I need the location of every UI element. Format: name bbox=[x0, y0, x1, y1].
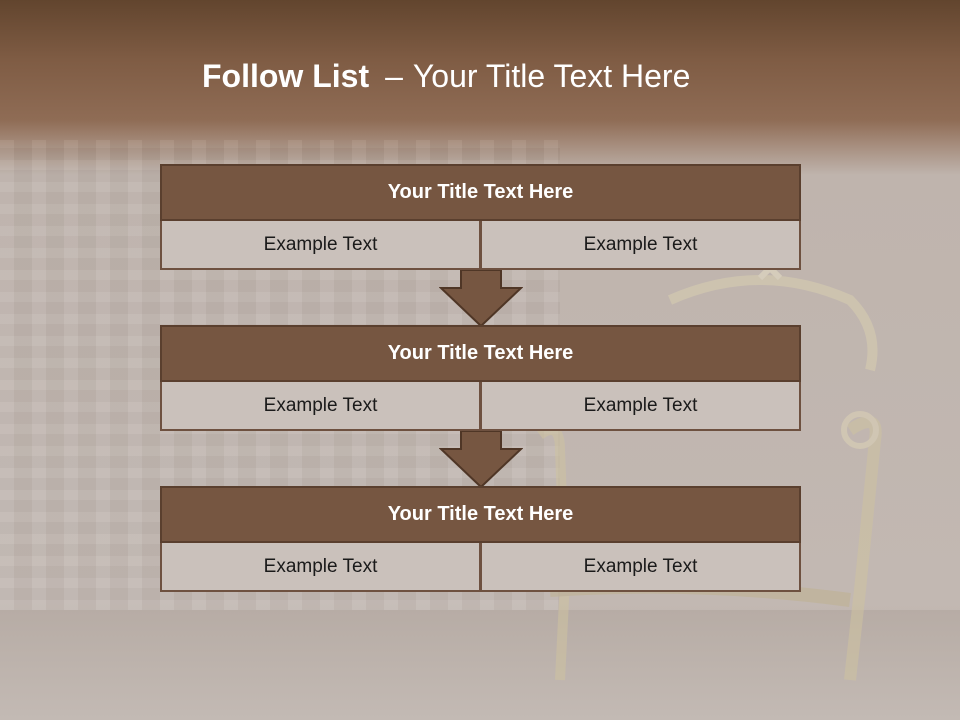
block-cell-right: Example Text bbox=[481, 221, 801, 270]
block-row: Example Text Example Text bbox=[160, 382, 801, 431]
list-block-1: Your Title Text Here Example Text Exampl… bbox=[160, 164, 801, 270]
down-arrow-icon bbox=[439, 270, 523, 328]
block-cell-right: Example Text bbox=[481, 543, 801, 592]
slide-title: Follow List–Your Title Text Here bbox=[202, 54, 690, 98]
list-block-3: Your Title Text Here Example Text Exampl… bbox=[160, 486, 801, 592]
block-cell-left: Example Text bbox=[160, 221, 481, 270]
block-header: Your Title Text Here bbox=[160, 486, 801, 543]
block-cell-left: Example Text bbox=[160, 543, 481, 592]
slide-title-dash: – bbox=[385, 58, 403, 94]
slide-title-strong: Follow List bbox=[202, 58, 370, 94]
slide-title-rest: Your Title Text Here bbox=[412, 58, 691, 94]
list-block-2: Your Title Text Here Example Text Exampl… bbox=[160, 325, 801, 431]
floor-area bbox=[0, 610, 960, 720]
block-header: Your Title Text Here bbox=[160, 164, 801, 221]
block-header: Your Title Text Here bbox=[160, 325, 801, 382]
block-row: Example Text Example Text bbox=[160, 543, 801, 592]
block-cell-right: Example Text bbox=[481, 382, 801, 431]
block-cell-left: Example Text bbox=[160, 382, 481, 431]
block-row: Example Text Example Text bbox=[160, 221, 801, 270]
down-arrow-icon bbox=[439, 431, 523, 489]
